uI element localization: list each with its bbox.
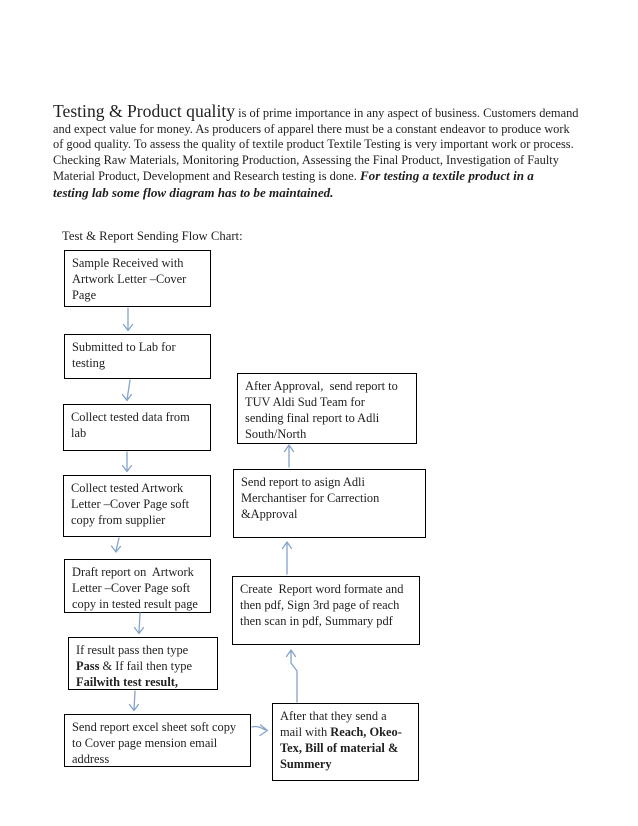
arrow-submitted-to-collectdata-icon xyxy=(121,379,133,402)
flow-box-collect-artwork: Collect tested Artwork Letter –Cover Pag… xyxy=(63,475,211,537)
flow-box-result-pass-fail: If result pass then type Pass & If fail … xyxy=(68,637,218,690)
flowchart-title: Test & Report Sending Flow Chart: xyxy=(62,229,243,243)
arrow-merchandiser-to-approval-icon xyxy=(283,444,295,468)
arrow-create-to-merchandiser-icon xyxy=(281,541,293,575)
arrow-sendexcel-to-sendmail-icon xyxy=(251,724,269,737)
arrow-sendmail-to-create-icon xyxy=(285,649,298,703)
result-pass-bold-1: Pass xyxy=(76,659,100,673)
intro-title: Testing & Product quality xyxy=(53,101,236,121)
flow-box-submitted-to-lab: Submitted to Lab for testing xyxy=(64,334,211,379)
flow-box-collect-data: Collect tested data from lab xyxy=(63,404,211,451)
flow-box-send-merchandiser: Send report to asign Adli Merchantiser f… xyxy=(233,469,426,538)
intro-line-1: Testing & Product quality is of prime im… xyxy=(53,101,578,123)
intro-line-5: Material Product, Development and Resear… xyxy=(53,168,534,185)
send-mail-bold: Reach, Okeo- Tex, Bill of material & Sum… xyxy=(280,725,402,771)
intro-line-4: Checking Raw Materials, Monitoring Produ… xyxy=(53,153,559,167)
arrow-result-to-sendexcel-icon xyxy=(128,690,140,712)
flow-box-create-report: Create Report word formate and then pdf,… xyxy=(232,576,420,645)
arrow-draft-to-result-icon xyxy=(133,612,145,635)
flow-box-send-mail: After that they send a mail with Reach, … xyxy=(272,703,419,781)
flow-box-draft-report: Draft report on Artwork Letter –Cover Pa… xyxy=(64,559,211,613)
result-pass-text-1: If result pass then type xyxy=(76,643,189,657)
arrow-sample-to-submitted-icon xyxy=(122,307,134,332)
intro-emphasis-start: For testing a textile product in a xyxy=(359,168,534,183)
result-pass-bold-2: Failwith test result, xyxy=(76,675,178,689)
arrow-collectdata-to-artwork-icon xyxy=(121,451,133,473)
flow-box-sample-received: Sample Received with Artwork Letter –Cov… xyxy=(64,250,211,307)
flow-box-after-approval: After Approval, send report to TUV Aldi … xyxy=(237,373,417,444)
intro-emphasis-end: testing lab some flow diagram has to be … xyxy=(53,185,334,200)
intro-line-2: and expect value for money. As producers… xyxy=(53,122,570,136)
flow-box-send-excel: Send report excel sheet soft copy to Cov… xyxy=(64,714,251,767)
intro-line-1-text: is of prime importance in any aspect of … xyxy=(235,106,579,120)
intro-line-3: of good quality. To assess the quality o… xyxy=(53,137,574,151)
intro-line-6: testing lab some flow diagram has to be … xyxy=(53,185,333,202)
intro-line-5-text: Material Product, Development and Resear… xyxy=(53,169,360,183)
result-pass-text-2: & If fail then type xyxy=(102,659,192,673)
send-mail-text: After that they send a mail with xyxy=(280,709,387,739)
arrow-artwork-to-draft-icon xyxy=(110,537,122,553)
